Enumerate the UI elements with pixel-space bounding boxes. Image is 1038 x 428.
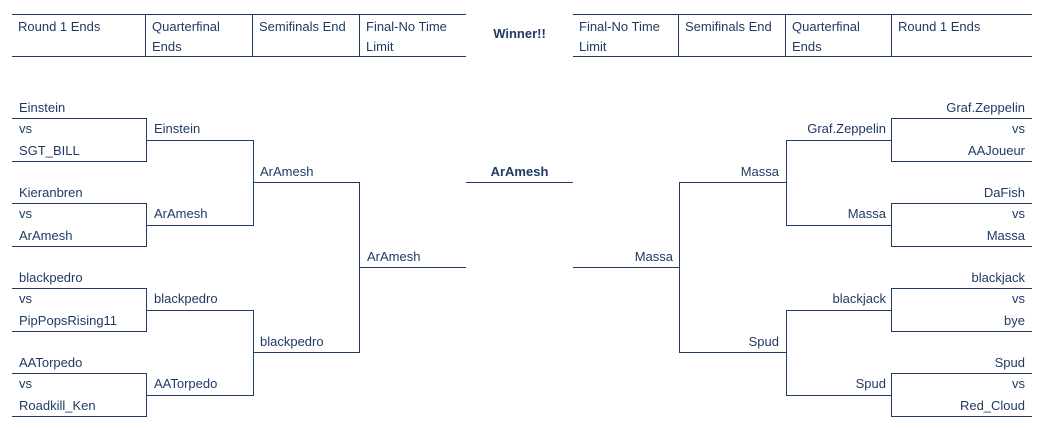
left-qf-2: ArAmesh: [154, 206, 208, 221]
right-r1-m3-vs: vs: [1012, 291, 1025, 306]
right-r1-m1-b: AAJoueur: [967, 143, 1025, 158]
right-qf-1: Graf.Zeppelin: [807, 121, 886, 136]
header-right-round1: Round 1 Ends: [892, 14, 1032, 57]
header-left-quarterfinal: Quarterfinal Ends: [146, 14, 253, 57]
left-sf-2: blackpedro: [260, 334, 324, 349]
right-r1-m3-a: blackjack: [971, 270, 1025, 285]
right-r1-m4-a: Spud: [994, 355, 1025, 370]
header-label: Semifinals End: [259, 19, 346, 34]
header-label: Final-No Time Limit: [579, 19, 660, 54]
right-r1-m4-b: Red_Cloud: [959, 398, 1025, 413]
header-label: Final-No Time Limit: [366, 19, 447, 54]
header-left-final: Final-No Time Limit: [360, 14, 466, 57]
left-r1-m2-a: Kieranbren: [19, 185, 83, 200]
left-r1-m3-vs: vs: [19, 291, 32, 306]
header-right-final: Final-No Time Limit: [573, 14, 679, 57]
left-r1-m1-a: Einstein: [19, 100, 66, 115]
left-r1-m3-a: blackpedro: [19, 270, 83, 285]
right-sf-2: Spud: [748, 334, 779, 349]
header-right-semifinal: Semifinals End: [679, 14, 786, 57]
left-r1-m1-b: SGT_BILL: [19, 143, 80, 158]
left-sf-1: ArAmesh: [260, 164, 314, 179]
left-r1-m2-vs: vs: [19, 206, 32, 221]
right-r1-m2-a: DaFish: [983, 185, 1025, 200]
left-r1-m1-vs: vs: [19, 121, 32, 136]
header-label: Round 1 Ends: [898, 19, 981, 34]
left-qf-1: Einstein: [154, 121, 201, 136]
header-left-round1: Round 1 Ends: [12, 14, 146, 57]
right-qf-2: Massa: [847, 206, 886, 221]
right-r1-m2-b: Massa: [986, 228, 1025, 243]
right-sf-1: Massa: [740, 164, 779, 179]
winner-header: Winner!!: [493, 26, 546, 41]
right-r1-m1-a: Graf.Zeppelin: [946, 100, 1025, 115]
left-r1-m3-b: PipPopsRising11: [19, 313, 118, 328]
left-r1-m4-b: Roadkill_Ken: [19, 398, 96, 413]
winner-name: ArAmesh: [490, 164, 549, 179]
header-left-semifinal: Semifinals End: [253, 14, 360, 57]
right-r1-m4-vs: vs: [1012, 376, 1025, 391]
header-label: Quarterfinal Ends: [792, 19, 860, 54]
header-label: Semifinals End: [685, 19, 772, 34]
header-label: Round 1 Ends: [18, 19, 101, 34]
left-r1-m2-b: ArAmesh: [19, 228, 73, 243]
header-label: Quarterfinal Ends: [152, 19, 220, 54]
right-r1-m3-b: bye: [1004, 313, 1025, 328]
right-final: Massa: [634, 249, 673, 264]
right-r1-m1-vs: vs: [1012, 121, 1025, 136]
header-right-quarterfinal: Quarterfinal Ends: [786, 14, 892, 57]
right-r1-m2-vs: vs: [1012, 206, 1025, 221]
right-qf-3: blackjack: [832, 291, 886, 306]
left-r1-m4-vs: vs: [19, 376, 32, 391]
right-qf-4: Spud: [855, 376, 886, 391]
left-qf-3: blackpedro: [154, 291, 218, 306]
left-qf-4: AATorpedo: [154, 376, 218, 391]
left-r1-m4-a: AATorpedo: [19, 355, 83, 370]
left-final: ArAmesh: [367, 249, 421, 264]
